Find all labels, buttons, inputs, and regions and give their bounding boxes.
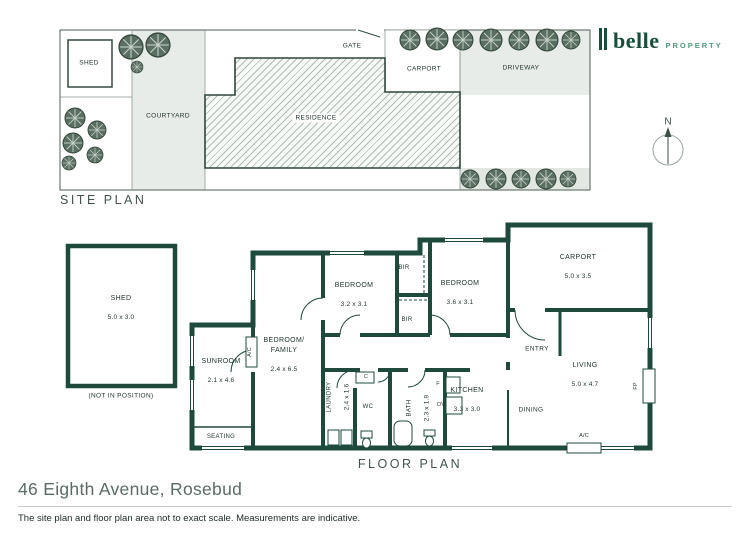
room-label-bedroom1: BEDROOM 3.2 x 3.1	[335, 271, 374, 319]
logo-name: belle	[613, 28, 660, 53]
room-label-sunroom: SUNROOM 2.1 x 4.6	[201, 347, 240, 395]
label-fp: FP	[633, 382, 640, 390]
north-arrow-icon	[652, 127, 684, 166]
room-dims: 5.0 x 3.0	[107, 314, 135, 322]
room-dims: 3.2 x 3.1	[340, 301, 368, 309]
disclaimer-text: The site plan and floor plan area not to…	[18, 513, 361, 524]
shed-note: (NOT IN POSITION)	[88, 392, 154, 400]
room-label-laundry: LAUNDRY 2.4 x 1.6	[318, 381, 361, 412]
label-ov: OV	[436, 402, 446, 409]
room-dims: 5.0 x 3.5	[564, 273, 592, 281]
site-label-carport: CARPORT	[406, 65, 442, 73]
room-name: BEDROOM	[334, 281, 374, 289]
room-name: SUNROOM	[201, 357, 241, 365]
belle-property-logo: belle PROPERTY	[599, 26, 723, 54]
room-name: CARPORT	[559, 253, 597, 261]
room-label-shed: SHED 5.0 x 3.0	[108, 284, 135, 332]
label-f: F	[436, 381, 440, 388]
room-name: SHED	[110, 294, 132, 302]
room-label-bedroom2: BEDROOM 3.6 x 3.1	[441, 269, 480, 317]
logo-bars-icon	[599, 28, 607, 50]
room-dims: 5.0 x 4.7	[571, 381, 599, 389]
room-name: LAUNDRY	[327, 381, 334, 413]
room-label-living: LIVING 5.0 x 4.7	[572, 351, 599, 399]
site-label-residence: RESIDENCE	[292, 113, 340, 123]
site-label-gate: GATE	[342, 42, 362, 50]
site-label-shed: SHED	[79, 59, 99, 67]
label-bir-mid: BIR	[401, 316, 413, 323]
label-seating: SEATING	[206, 433, 236, 440]
floor-plan-title: FLOOR PLAN	[357, 457, 463, 471]
site-plan-group	[59, 26, 591, 191]
property-address: 46 Eighth Avenue, Rosebud	[18, 479, 243, 499]
label-wc: WC	[362, 403, 374, 410]
room-name: LIVING	[572, 361, 598, 369]
room-dims: 2.4 x 6.5	[270, 366, 298, 374]
room-dims: 2.1 x 4.6	[207, 377, 235, 385]
windows	[188, 236, 654, 452]
label-entry: ENTRY	[525, 345, 549, 353]
room-label-kitchen: KITCHEN 3.3 x 3.0	[450, 376, 483, 424]
room-dims: 2.3 x 1.9	[423, 394, 431, 422]
room-label-carport: CARPORT 5.0 x 3.5	[560, 243, 597, 291]
room-label-bath: BATH 2.3 x 1.9	[398, 395, 441, 422]
site-label-driveway: DRIVEWAY	[502, 64, 540, 72]
room-name: BATH	[407, 399, 414, 417]
floor-plan-group	[65, 222, 656, 454]
label-ac-wall: A/C	[247, 347, 254, 357]
footer-divider	[18, 506, 732, 507]
label-bir-top: BIR	[398, 264, 410, 271]
logo-tagline: PROPERTY	[665, 41, 723, 50]
label-ac-bottom: A/C	[579, 433, 589, 440]
fixtures	[245, 336, 656, 454]
room-name: BEDROOM	[440, 279, 480, 287]
label-c: C	[363, 374, 369, 381]
room-dims: 3.6 x 3.1	[446, 299, 474, 307]
site-plan-title: SITE PLAN	[60, 193, 147, 207]
site-label-courtyard: COURTYARD	[146, 112, 190, 120]
room-label-bedroom-family: BEDROOM/ FAMILY 2.4 x 6.5	[264, 326, 305, 384]
room-dims: 3.3 x 3.0	[453, 406, 481, 414]
room-name: KITCHEN	[450, 386, 484, 394]
north-label: N	[664, 116, 672, 128]
label-dining: DINING	[518, 406, 544, 414]
room-dims: 2.4 x 1.6	[343, 383, 351, 411]
room-name: BEDROOM/ FAMILY	[263, 336, 305, 354]
